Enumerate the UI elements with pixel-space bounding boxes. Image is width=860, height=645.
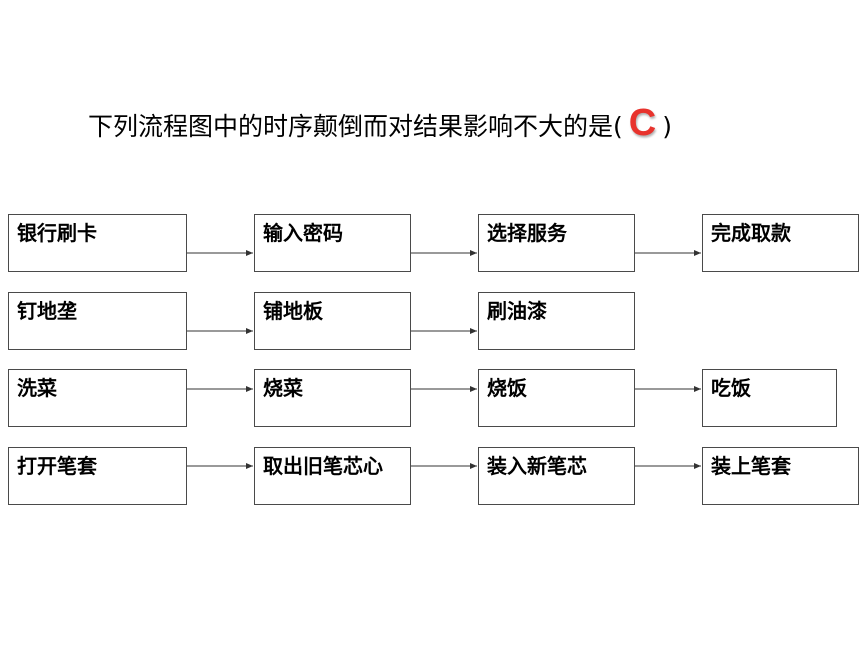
step-label: 刷油漆 [487,299,547,323]
step-label: 铺地板 [263,299,323,323]
step-put-on-cap: 装上笔套 [702,447,859,505]
question: 下列流程图中的时序颠倒而对结果影响不大的是( C ) [88,104,672,143]
step-cook-rice: 烧饭 [478,369,635,427]
step-eat: 吃饭 [702,369,837,427]
step-label: 取出旧笔芯心 [263,454,383,478]
step-cook-vegetables: 烧菜 [254,369,411,427]
step-label: 吃饭 [711,376,751,400]
step-label: 选择服务 [487,221,567,245]
question-text: 下列流程图中的时序颠倒而对结果影响不大的是( [88,112,623,141]
step-select-service: 选择服务 [478,214,635,272]
step-open-pen-cap: 打开笔套 [8,447,187,505]
step-lay-floor: 铺地板 [254,292,411,350]
step-label: 烧饭 [487,376,527,400]
step-install-joists: 钉地垄 [8,292,187,350]
question-close-paren: ) [662,112,672,141]
step-paint: 刷油漆 [478,292,635,350]
step-label: 输入密码 [263,221,343,245]
step-remove-old-refill: 取出旧笔芯心 [254,447,411,505]
step-label: 打开笔套 [17,454,97,478]
step-label: 钉地垄 [17,299,77,323]
step-label: 银行刷卡 [17,221,97,245]
step-label: 装入新笔芯 [487,454,587,478]
step-enter-password: 输入密码 [254,214,411,272]
step-label: 装上笔套 [711,454,791,478]
step-wash-vegetables: 洗菜 [8,369,187,427]
step-label: 洗菜 [17,376,57,400]
answer-letter: C [628,102,657,144]
step-label: 烧菜 [263,376,303,400]
step-complete-withdrawal: 完成取款 [702,214,859,272]
step-bank-card: 银行刷卡 [8,214,187,272]
step-insert-new-refill: 装入新笔芯 [478,447,635,505]
step-label: 完成取款 [711,221,791,245]
